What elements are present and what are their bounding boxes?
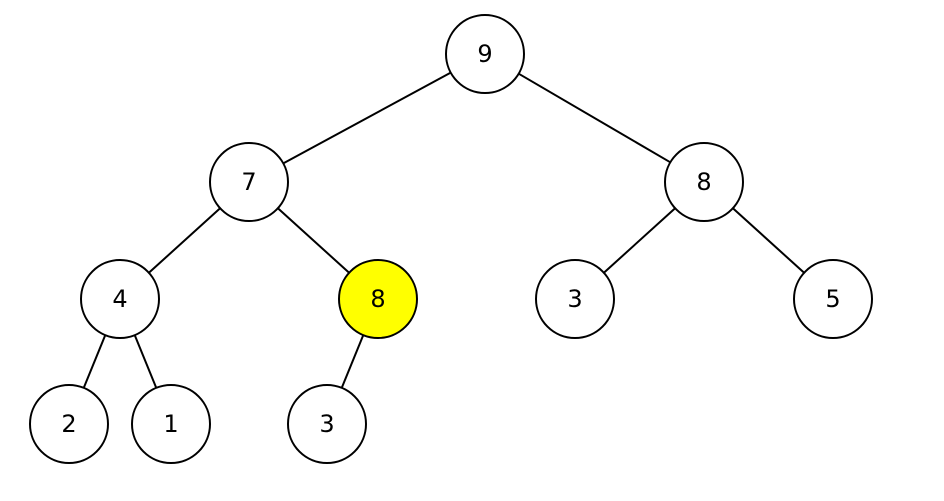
tree-node-circle: [535, 259, 615, 339]
tree-node-label: 5: [825, 285, 840, 313]
tree-edge-n4-n9: [340, 334, 365, 389]
tree-node-label: 3: [567, 285, 582, 313]
tree-node: 7: [209, 142, 289, 222]
tree-node-label: 8: [370, 285, 385, 313]
tree-node-label: 3: [319, 410, 334, 438]
tree-node-circle: [445, 14, 525, 94]
tree-node: 4: [80, 259, 160, 339]
tree-node: 9: [445, 14, 525, 94]
tree-node: 2: [29, 384, 109, 464]
tree-node-label: 8: [696, 168, 711, 196]
tree-edge-n1-n4: [277, 207, 350, 274]
tree-node-highlighted: 8: [338, 259, 418, 339]
tree-edge-n2-n6: [732, 207, 805, 274]
tree-edge-n2-n5: [603, 207, 676, 274]
tree-node: 3: [535, 259, 615, 339]
tree-edge-n0-n1: [282, 71, 452, 165]
tree-node-circle: [664, 142, 744, 222]
tree-node: 1: [131, 384, 211, 464]
tree-edge-n3-n8: [133, 334, 158, 389]
tree-node: 5: [793, 259, 873, 339]
tree-node-circle: [131, 384, 211, 464]
tree-edge-n3-n7: [82, 334, 107, 389]
tree-node-circle: [338, 259, 418, 339]
tree-edge-n0-n2: [518, 72, 671, 164]
tree-node: 8: [664, 142, 744, 222]
tree-node: 3: [287, 384, 367, 464]
tree-nodes: 9 7 8 4 8 3 5 2 1 3: [29, 14, 873, 464]
tree-node-circle: [80, 259, 160, 339]
tree-node-label: 4: [112, 285, 127, 313]
tree-node-circle: [793, 259, 873, 339]
tree-node-circle: [287, 384, 367, 464]
tree-node-label: 1: [163, 410, 178, 438]
tree-node-label: 2: [61, 410, 76, 438]
tree-node-circle: [29, 384, 109, 464]
tree-edges: [82, 71, 805, 389]
tree-node-circle: [209, 142, 289, 222]
tree-node-label: 7: [241, 168, 256, 196]
tree-edge-n1-n3: [148, 207, 221, 274]
tree-node-label: 9: [477, 40, 492, 68]
